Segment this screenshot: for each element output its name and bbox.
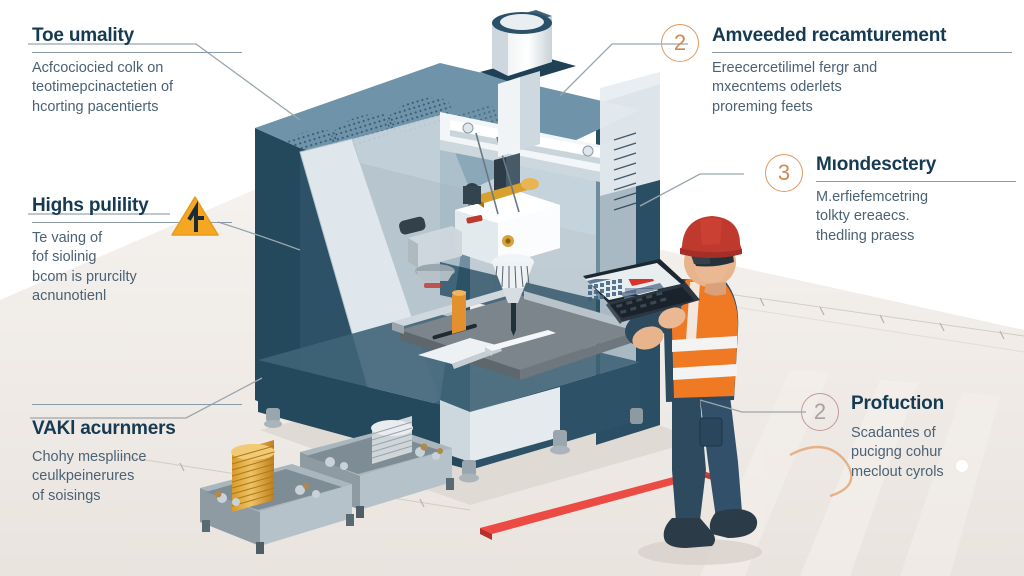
callout-high-ability-body-line-2: fof siolinig <box>32 249 97 266</box>
callout-measurement-badge-number: 2 <box>673 30 687 55</box>
callout-monitoring-body-line-3: thedling praess <box>816 227 915 244</box>
callout-high-ability-rule <box>32 221 232 223</box>
machine-worktable <box>392 287 646 380</box>
floor-safety-stripe <box>480 470 712 540</box>
callout-monitoring[interactable]: Mıondesctery M.erfiefemcetring tolkty er… <box>816 154 1016 246</box>
connector-vaki <box>30 377 263 419</box>
brass-disc-stack <box>231 440 275 512</box>
connector-production <box>699 399 806 413</box>
callout-production-body: Scadantes of pucigng cohur meclout cyrol… <box>851 424 1024 482</box>
callout-quality-body-line-3: hcorting pacentierts <box>32 98 159 115</box>
connector-monitoring <box>639 173 744 207</box>
machine-side-vents <box>613 132 637 211</box>
callout-production-body-line-1: Scadantes of <box>851 424 936 441</box>
cnc-milling-machine <box>255 10 700 505</box>
callout-production-body-line-2: pucigng cohur <box>851 444 943 461</box>
callout-high-ability-body-line-1: Te vaing of <box>32 229 103 246</box>
callout-production[interactable]: Profuction Scadantes of pucigng cohur me… <box>851 393 1024 482</box>
callout-vaki-body-line-3: of soisings <box>32 487 101 504</box>
callout-production-body-line-3: meclout cyrols <box>851 463 944 480</box>
floor-marker-dot <box>956 460 968 472</box>
worker-boot-back <box>663 518 715 548</box>
callout-quality-body-line-2: teotimepcinactetien of <box>32 79 174 96</box>
machine-feet <box>264 408 643 483</box>
callout-measurement-title: Amveeded recamturement <box>712 25 947 46</box>
callout-monitoring-body: M.erfiefemcetring tolkty ereaecs. thedli… <box>816 188 1016 246</box>
connector-high-ability-b <box>217 221 301 251</box>
worker-hand-lower <box>632 326 664 350</box>
callout-monitoring-rule <box>816 180 1016 182</box>
floor-hose <box>789 445 853 498</box>
callout-measurement-body-line-3: proreming feets <box>712 98 813 115</box>
callout-production-badge[interactable]: 2 <box>801 393 839 431</box>
callout-monitoring-body-line-1: M.erfiefemcetring <box>816 188 929 205</box>
callout-vaki-accumulators[interactable]: VAKl acurnmers Chohy mespliince ceulkpei… <box>32 404 242 506</box>
callout-vaki-rule <box>32 404 242 405</box>
callout-measurement-body-line-2: mxecntems oderlets <box>712 79 842 96</box>
worker-operator <box>625 216 762 565</box>
connector-quality <box>28 43 301 121</box>
callout-high-ability-body-line-3: bcom is prurcilty <box>32 268 137 285</box>
parts-bin-gold <box>200 440 354 554</box>
callout-measurement-body-line-1: Ereecercetilimel fergr and <box>712 59 878 76</box>
worker-boot-front <box>709 509 758 538</box>
callout-quality[interactable]: Toe umality Acfcociocied colk on teotime… <box>32 25 242 117</box>
worker-leg-back <box>672 400 706 522</box>
callout-high-ability-title: Highs pulility <box>32 195 149 216</box>
warning-triangle-icon <box>170 194 220 243</box>
callout-high-ability-body-line-4: acnunotienl <box>32 288 107 305</box>
worker-hand-upper <box>658 307 686 329</box>
callout-vaki-body-line-1: Chohy mespliince <box>32 448 147 465</box>
callout-high-ability-body: Te vaing of fof siolinig bcom is prurcil… <box>32 229 232 307</box>
callout-quality-title: Toe umality <box>32 25 134 46</box>
callout-monitoring-title: Mıondesctery <box>816 154 937 175</box>
vest-reflective-stripe-2 <box>673 364 737 380</box>
callout-measurement-badge[interactable]: 2 <box>661 24 699 62</box>
callout-monitoring-badge-number: 3 <box>777 160 791 185</box>
callout-advanced-measurement[interactable]: Amveeded recamturement Ereecercetilimel … <box>712 25 1012 117</box>
callout-monitoring-body-line-2: tolkty ereaecs. <box>816 208 910 225</box>
machine-spindle-head <box>455 153 560 336</box>
callout-quality-body-line-1: Acfcociocied colk on <box>32 59 164 76</box>
machine-coolant-head <box>399 216 462 288</box>
callout-measurement-body: Ereecercetilimel fergr and mxecntems ode… <box>712 59 1012 117</box>
exhaust-stack <box>480 10 576 157</box>
callout-monitoring-badge[interactable]: 3 <box>765 154 803 192</box>
worker-trouser-pocket <box>699 417 723 447</box>
callout-vaki-body: Chohy mespliince ceulkpeinerures of sois… <box>32 448 242 506</box>
callout-quality-rule <box>32 51 242 53</box>
callout-vaki-body-line-2: ceulkpeinerures <box>32 468 135 485</box>
laptop-terminal <box>583 259 700 324</box>
callout-production-title: Profuction <box>851 393 944 414</box>
callout-vaki-title: VAKl acurnmers <box>32 418 176 439</box>
callout-production-badge-number: 2 <box>813 399 827 424</box>
callout-high-ability[interactable]: Highs pulility Te vaing of fof siolinig … <box>32 195 232 307</box>
callout-quality-body: Acfcociocied colk on teotimepcinactetien… <box>32 59 242 117</box>
callout-measurement-rule <box>712 51 1012 53</box>
machine-left-face <box>255 128 300 420</box>
